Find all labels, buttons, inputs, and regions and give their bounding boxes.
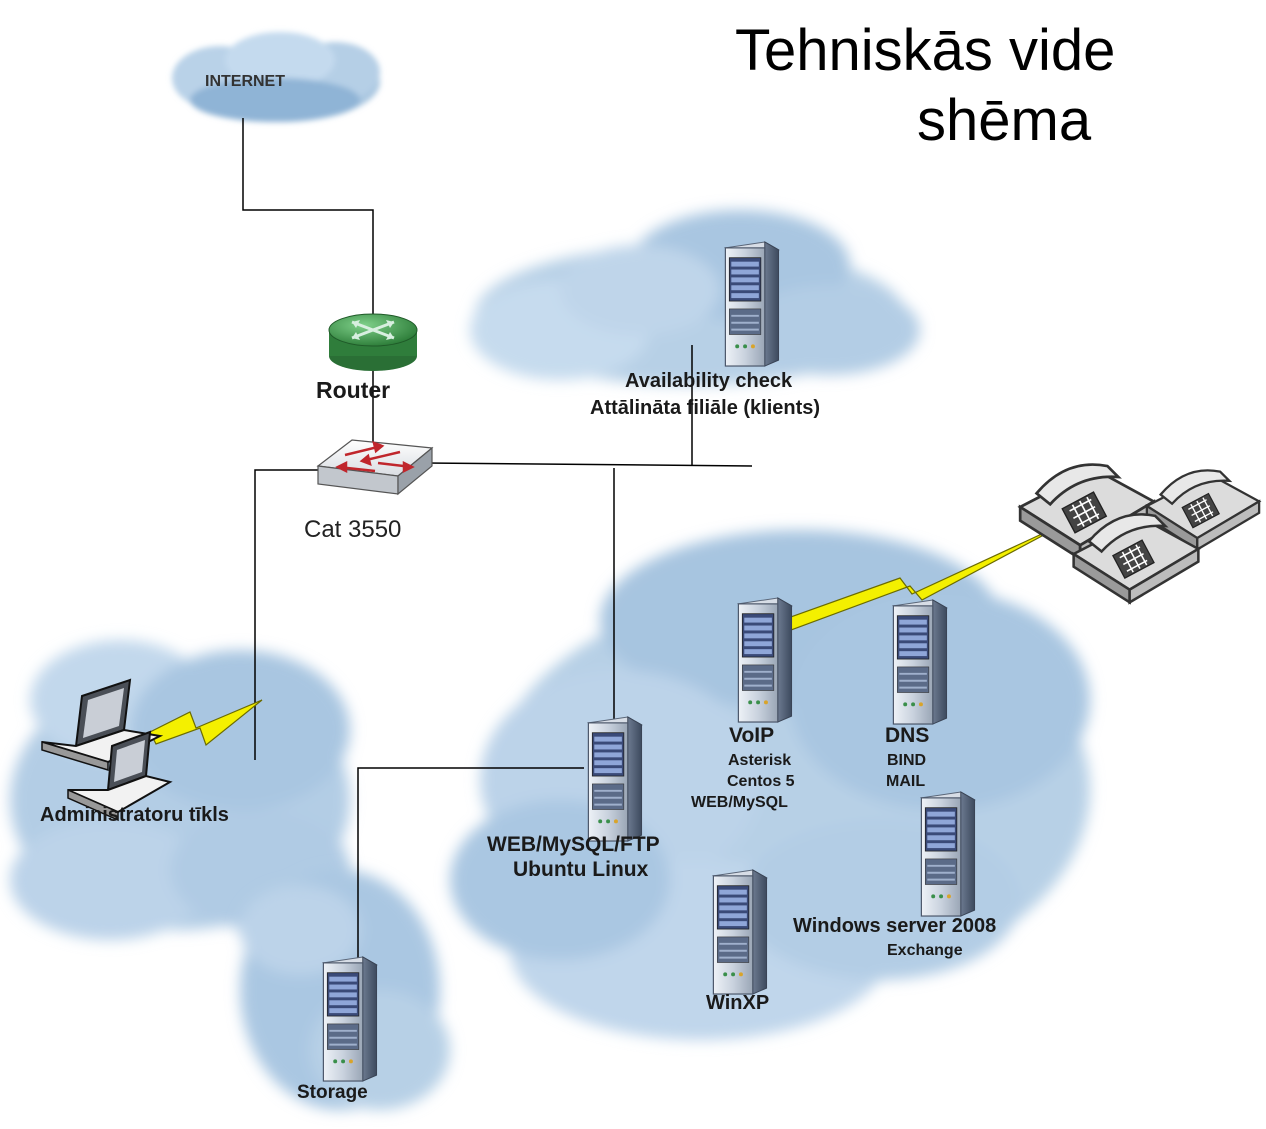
admin-network-label: Administratoru tīkls xyxy=(40,804,229,826)
winxp-label: WinXP xyxy=(706,992,770,1014)
dns-label-line1: DNS xyxy=(885,724,930,747)
telephone-icon[interactable] xyxy=(1018,463,1261,604)
availability-server-icon[interactable] xyxy=(724,240,780,368)
link-web-storage xyxy=(357,767,584,960)
windows-server-label-line1: Windows server 2008 xyxy=(793,915,997,937)
availability-label-line2: Attālināta filiāle (klients) xyxy=(590,397,821,419)
windows-server-icon[interactable] xyxy=(920,790,976,918)
branch-cloud xyxy=(470,210,920,385)
switch-label: Cat 3550 xyxy=(304,516,402,543)
availability-label-line1: Availability check xyxy=(625,370,793,392)
voip-label-line1: VoIP xyxy=(729,724,775,747)
network-links xyxy=(242,118,753,960)
switch-icon[interactable] xyxy=(316,439,434,496)
voip-server-icon[interactable] xyxy=(737,596,793,724)
link-internet-router xyxy=(242,118,374,320)
laptop-icon[interactable] xyxy=(41,678,173,822)
dns-label-line2: BIND xyxy=(887,752,927,769)
link-switch-admin xyxy=(254,469,330,760)
web-server-label-line2: Ubuntu Linux xyxy=(513,858,649,881)
dns-server-icon[interactable] xyxy=(892,598,948,726)
web-server-icon[interactable] xyxy=(587,715,643,843)
router-icon[interactable] xyxy=(328,313,418,371)
internet-cloud xyxy=(172,32,380,122)
voip-label-line3: Centos 5 xyxy=(727,773,795,790)
storage-server-icon[interactable] xyxy=(322,955,378,1083)
wireless-bolt-admin xyxy=(149,699,263,746)
backbone-line xyxy=(424,462,753,467)
internet-label: INTERNET xyxy=(205,73,285,90)
page-title-line2: shēma xyxy=(917,88,1092,153)
windows-server-label-line2: Exchange xyxy=(887,942,963,959)
router-label: Router xyxy=(316,377,391,403)
voip-label-line2: Asterisk xyxy=(728,752,792,769)
dns-label-line3: MAIL xyxy=(886,773,926,790)
page-title-line1: Tehniskās vide xyxy=(735,18,1116,83)
web-server-label-line1: WEB/MySQL/FTP xyxy=(487,833,660,856)
storage-label: Storage xyxy=(297,1082,368,1103)
voip-label-line4: WEB/MySQL xyxy=(691,794,788,811)
winxp-server-icon[interactable] xyxy=(712,868,768,996)
